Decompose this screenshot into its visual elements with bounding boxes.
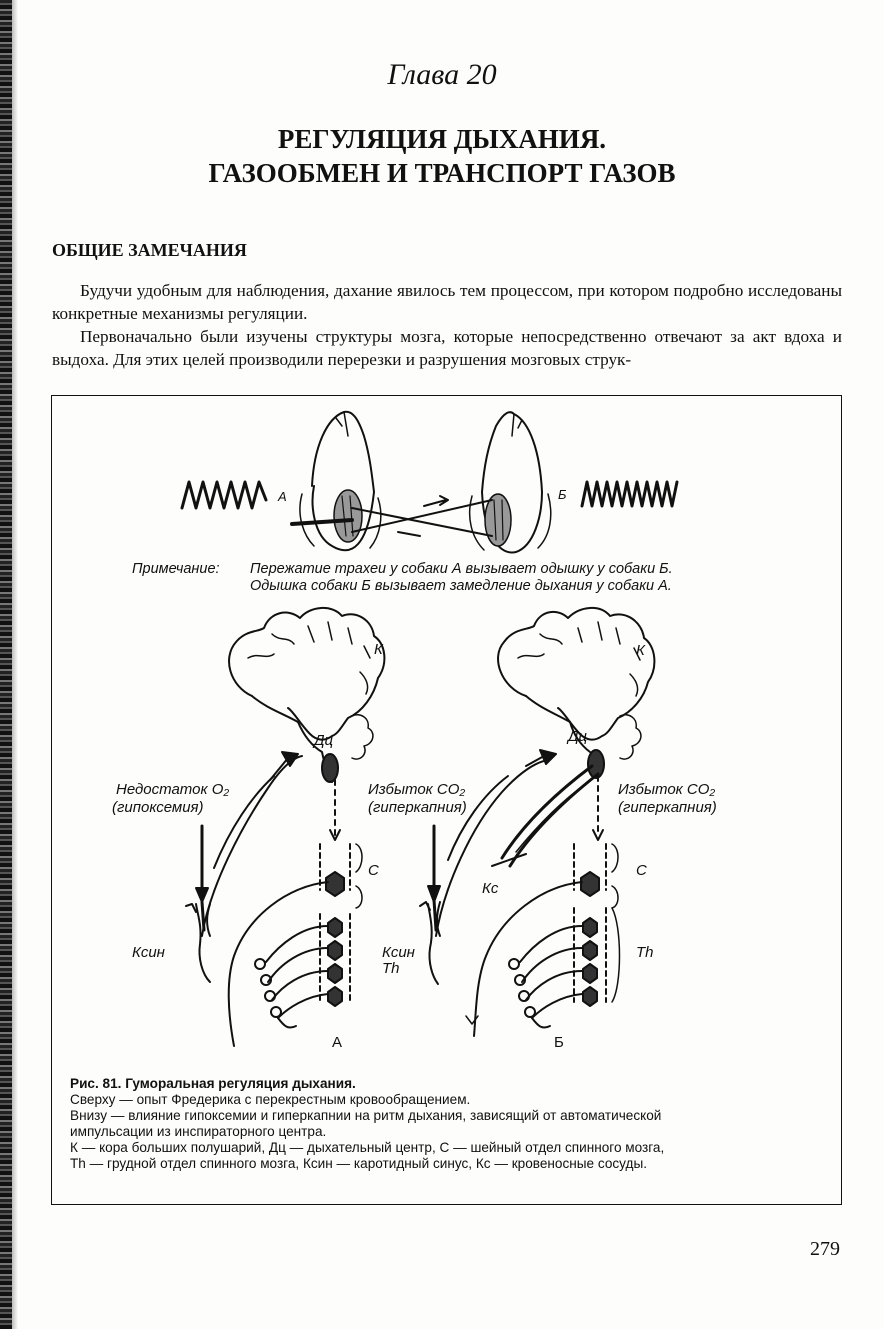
label-th-right: Th — [636, 944, 654, 961]
chapter-heading: Глава 20 — [0, 58, 884, 92]
figure-caption: Рис. 81. Гуморальная регуляция дыхания. … — [70, 1076, 830, 1172]
note-line-1: Пережатие трахеи у собаки А вызывает оды… — [250, 561, 673, 577]
blood-vessels-b — [492, 766, 598, 866]
section-heading: ОБЩИЕ ЗАМЕЧАНИЯ — [52, 240, 247, 261]
label-o2-deficit: Недостаток O₂ — [116, 781, 229, 798]
caption-title: Рис. 81. Гуморальная регуляция дыхания. — [70, 1076, 830, 1092]
label-hypercapnia-right: (гиперкапния) — [618, 799, 717, 816]
caption-line-5: Th — грудной отдел спинного мозга, Ксин … — [70, 1156, 830, 1172]
label-diagram-b: Б — [554, 1034, 564, 1051]
brain-a-icon — [229, 608, 384, 782]
caption-line-4: К — кора больших полушарий, Дц — дыхател… — [70, 1140, 830, 1156]
label-co2-excess-right: Избыток CO₂ — [618, 781, 715, 798]
label-co2-excess-left: Избыток CO₂ — [368, 781, 465, 798]
paragraph-2: Первоначально были изучены структуры моз… — [52, 325, 842, 371]
cross-circulation-tubes — [292, 496, 492, 536]
brain-b-icon — [498, 608, 654, 778]
dog-a-head-icon — [300, 412, 381, 551]
label-hypercapnia-left: (гиперкапния) — [368, 799, 467, 816]
label-dog-b: Б — [558, 486, 566, 503]
label-k-right: К — [636, 642, 645, 659]
label-dc-left: Дц — [314, 732, 333, 749]
chapter-title: РЕГУЛЯЦИЯ ДЫХАНИЯ. ГАЗООБМЕН И ТРАНСПОРТ… — [0, 122, 884, 190]
note-label: Примечание: — [132, 561, 250, 578]
caption-line-1: Сверху — опыт Фредерика с перекрестным к… — [70, 1092, 830, 1108]
figure-note: Примечание:Пережатие трахеи у собаки А в… — [132, 561, 812, 595]
label-dog-a: А — [278, 488, 287, 505]
label-c-left: С — [368, 862, 379, 879]
page-number: 279 — [810, 1238, 840, 1261]
body-text: Будучи удобным для наблюдения, дахание я… — [52, 279, 842, 371]
label-ksin-left: Ксин — [132, 944, 165, 961]
label-dc-right: Дц — [568, 728, 587, 745]
label-kc: Кс — [482, 880, 498, 897]
label-k-left: К — [374, 641, 383, 658]
chapter-title-line-1: РЕГУЛЯЦИЯ ДЫХАНИЯ. — [0, 122, 884, 156]
paragraph-1: Будучи удобным для наблюдения, дахание я… — [52, 279, 842, 325]
note-line-2: Одышка собаки Б вызывает замедление дыха… — [250, 578, 672, 594]
ribs-a — [229, 882, 328, 1046]
label-hypoxemia: (гипоксемия) — [112, 799, 204, 816]
book-binding-edge — [0, 0, 12, 1329]
breathing-wave-a-icon — [182, 482, 266, 508]
spinal-cord-a — [320, 780, 362, 1006]
label-diagram-a: А — [332, 1034, 342, 1051]
breathing-wave-b-icon — [582, 482, 677, 506]
dog-b-head-icon — [470, 412, 551, 552]
chapter-title-line-2: ГАЗООБМЕН И ТРАНСПОРТ ГАЗОВ — [0, 156, 884, 190]
label-c-right: С — [636, 862, 647, 879]
ribs-b — [466, 882, 582, 1036]
caption-line-3: импульсации из инспираторного центра. — [70, 1124, 830, 1140]
label-ksin-right: Ксин — [382, 944, 415, 961]
figure-81: А Б Примечание:Пережатие трахеи у собаки… — [51, 395, 842, 1205]
label-th-mid: Th — [382, 960, 400, 977]
caption-line-2: Внизу — влияние гипоксемии и гиперкапнии… — [70, 1108, 830, 1124]
